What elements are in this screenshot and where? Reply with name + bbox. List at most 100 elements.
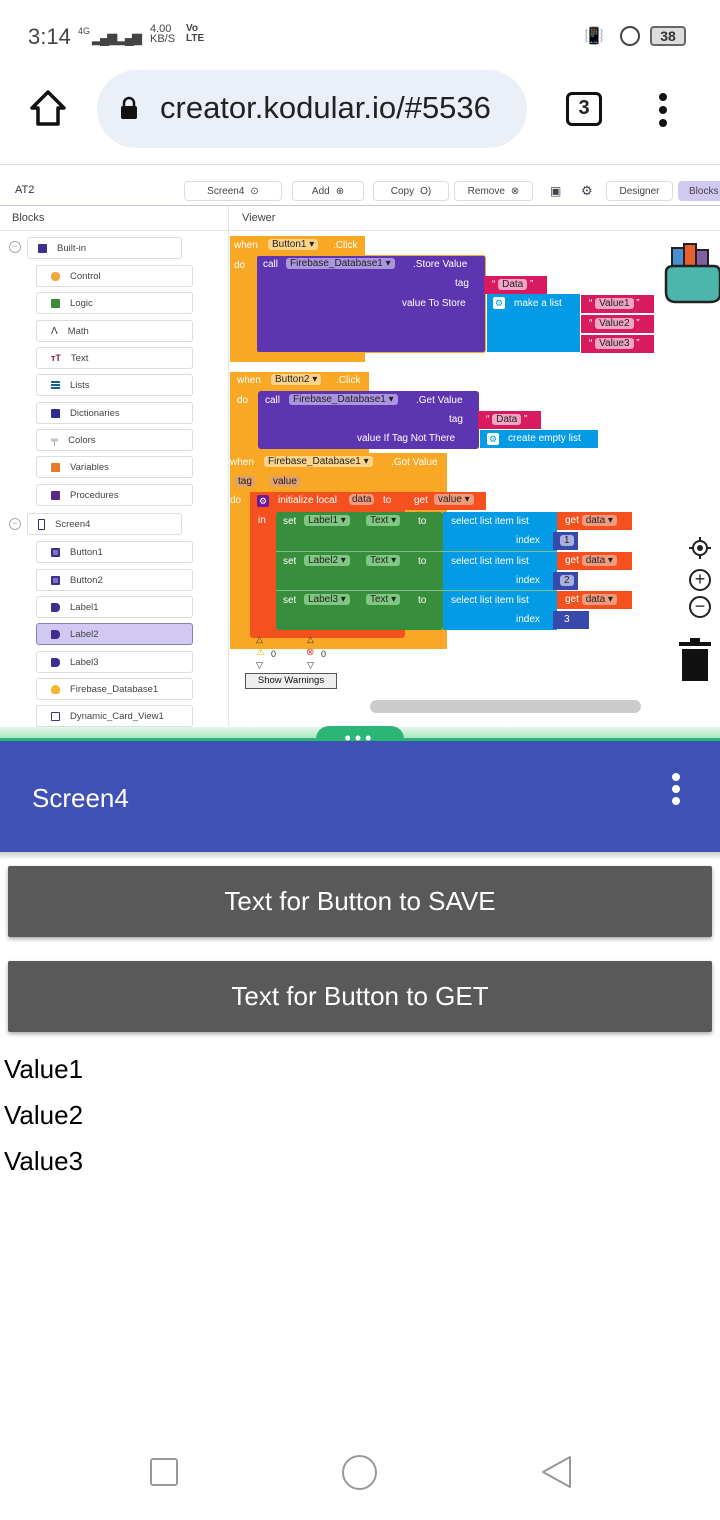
call-store-value-block[interactable]	[256, 255, 486, 353]
warning-count: 0	[271, 649, 277, 659]
firebase-dropdown[interactable]: Firebase_Database1 ▾	[289, 394, 398, 405]
trash-icon[interactable]	[679, 638, 711, 682]
get-value-dropdown[interactable]: value ▾	[434, 494, 474, 505]
sidebar-item-screen4[interactable]: Screen4	[27, 513, 182, 535]
create-empty-list-block[interactable]	[480, 430, 598, 448]
blocks-panel-title: Blocks	[12, 212, 45, 224]
sidebar-item-builtin[interactable]: Built-in	[27, 237, 182, 259]
select-list-item-label: select list item list	[451, 516, 529, 527]
dropdown-value: Button2	[275, 374, 310, 385]
firebase-dropdown[interactable]: Firebase_Database1 ▾	[264, 456, 373, 467]
sidebar-item-label3[interactable]: Label3	[36, 651, 193, 673]
gear-icon[interactable]: ⚙	[257, 495, 269, 507]
sidebar-item-label: Control	[70, 270, 101, 282]
back-icon[interactable]	[540, 1455, 572, 1489]
set-blocks[interactable]	[276, 512, 443, 630]
sidebar-item-lists[interactable]: Lists	[36, 374, 193, 396]
dropdown-value: Button1	[272, 239, 307, 250]
sidebar-item-logic[interactable]: Logic	[36, 292, 193, 314]
get-data-block[interactable]: get data ▾	[557, 591, 632, 609]
gear-icon[interactable]: ⚙	[487, 433, 499, 445]
zoom-in-icon[interactable]: +	[689, 569, 711, 591]
warnings-down-arrow[interactable]: ▽	[256, 660, 263, 670]
overflow-menu-icon[interactable]	[671, 772, 681, 806]
blocks-label: Blocks	[689, 185, 719, 197]
to-keyword: to	[418, 595, 427, 606]
sidebar-item-button1[interactable]: Button1	[36, 541, 193, 563]
label-component-dropdown[interactable]: Label1 ▾	[304, 515, 350, 526]
string-value: Data	[498, 279, 528, 290]
sidebar-item-procedures[interactable]: Procedures	[36, 484, 193, 506]
sidebar-item-dynamic-card[interactable]: Dynamic_Card_View1	[36, 705, 193, 727]
designer-button[interactable]: Designer	[606, 181, 673, 201]
blocks-button[interactable]: Blocks	[678, 181, 720, 201]
firebase-dropdown[interactable]: Firebase_Database1 ▾	[286, 258, 395, 269]
property-dropdown[interactable]: Text ▾	[366, 555, 401, 566]
tabs-button[interactable]: 3	[566, 92, 602, 126]
get-button[interactable]: Text for Button to GET	[8, 961, 712, 1032]
recents-icon[interactable]	[150, 1458, 178, 1486]
logic-icon	[51, 298, 60, 308]
button1-dropdown[interactable]: Button1 ▾	[268, 239, 319, 250]
sidebar-item-label2[interactable]: Label2	[36, 623, 193, 645]
url-bar[interactable]: creator.kodular.io/#5536	[97, 70, 527, 148]
horizontal-scrollbar[interactable]	[370, 700, 641, 713]
recenter-icon[interactable]	[689, 537, 711, 559]
text-string-block[interactable]: “ Data ”	[478, 411, 541, 429]
text-string-block[interactable]: “ Value3 ”	[581, 335, 654, 353]
event-param-value[interactable]: value	[270, 476, 300, 487]
home-nav-icon[interactable]	[342, 1455, 377, 1490]
set-keyword: set	[283, 556, 297, 567]
sidebar-item-label1[interactable]: Label1	[36, 596, 193, 618]
local-variable-name[interactable]: data	[349, 494, 375, 505]
save-button[interactable]: Text for Button to SAVE	[8, 866, 712, 937]
sidebar-item-dictionaries[interactable]: Dictionaries	[36, 402, 193, 424]
dropdown-value: Label1	[308, 515, 339, 526]
get-data-block[interactable]: get data ▾	[557, 512, 632, 530]
sidebar-item-label: Dynamic_Card_View1	[70, 710, 164, 722]
sidebar-item-control[interactable]: Control	[36, 265, 193, 287]
remove-screen-button[interactable]: Remove⊗	[454, 181, 533, 201]
backpack-icon[interactable]	[664, 242, 720, 306]
home-icon[interactable]	[28, 88, 68, 128]
errors-up-arrow[interactable]: △	[307, 634, 314, 644]
math-icon: Λ	[51, 325, 58, 337]
text-string-block[interactable]: “ Value2 ”	[581, 315, 654, 333]
property-dropdown[interactable]: Text ▾	[366, 594, 401, 605]
number-block[interactable]: 1	[553, 532, 578, 550]
button2-dropdown[interactable]: Button2 ▾	[271, 374, 322, 385]
errors-down-arrow[interactable]: ▽	[307, 660, 314, 670]
collapse-builtin-icon[interactable]: −	[9, 241, 21, 253]
sidebar-item-variables[interactable]: Variables	[36, 456, 193, 478]
label-icon	[51, 657, 60, 667]
get-data-block[interactable]: get data ▾	[557, 552, 632, 570]
text-string-block[interactable]: “ Data ”	[484, 276, 547, 294]
builtin-icon	[38, 243, 47, 253]
number-block[interactable]: 2	[553, 572, 578, 590]
show-warnings-button[interactable]: Show Warnings	[245, 673, 337, 689]
select-list-item-blocks[interactable]	[443, 512, 557, 630]
warnings-up-arrow[interactable]: △	[256, 634, 263, 644]
browser-menu-icon[interactable]	[658, 92, 668, 128]
label-component-dropdown[interactable]: Label3 ▾	[304, 594, 350, 605]
sidebar-item-colors[interactable]: ╤Colors	[36, 429, 193, 451]
screen-select-button[interactable]: Screen4⊙	[184, 181, 282, 201]
zoom-out-icon[interactable]: −	[689, 596, 711, 618]
number-block[interactable]: 3	[553, 611, 589, 629]
gear-icon[interactable]: ⚙	[581, 183, 593, 198]
label-component-dropdown[interactable]: Label2 ▾	[304, 555, 350, 566]
gear-icon[interactable]: ⚙	[493, 297, 505, 309]
gallery-icon[interactable]: ▣	[550, 184, 562, 198]
text-string-block[interactable]: “ Value1 ”	[581, 295, 654, 313]
sidebar-item-button2[interactable]: Button2	[36, 569, 193, 591]
sidebar-item-firebase[interactable]: Firebase_Database1	[36, 678, 193, 700]
add-screen-button[interactable]: Add⊕	[292, 181, 364, 201]
dropdown-value: Firebase_Database1	[268, 456, 361, 467]
phone-icon	[38, 518, 45, 530]
event-param-tag[interactable]: tag	[235, 476, 255, 487]
collapse-screen-icon[interactable]: −	[9, 518, 21, 530]
property-dropdown[interactable]: Text ▾	[366, 515, 401, 526]
